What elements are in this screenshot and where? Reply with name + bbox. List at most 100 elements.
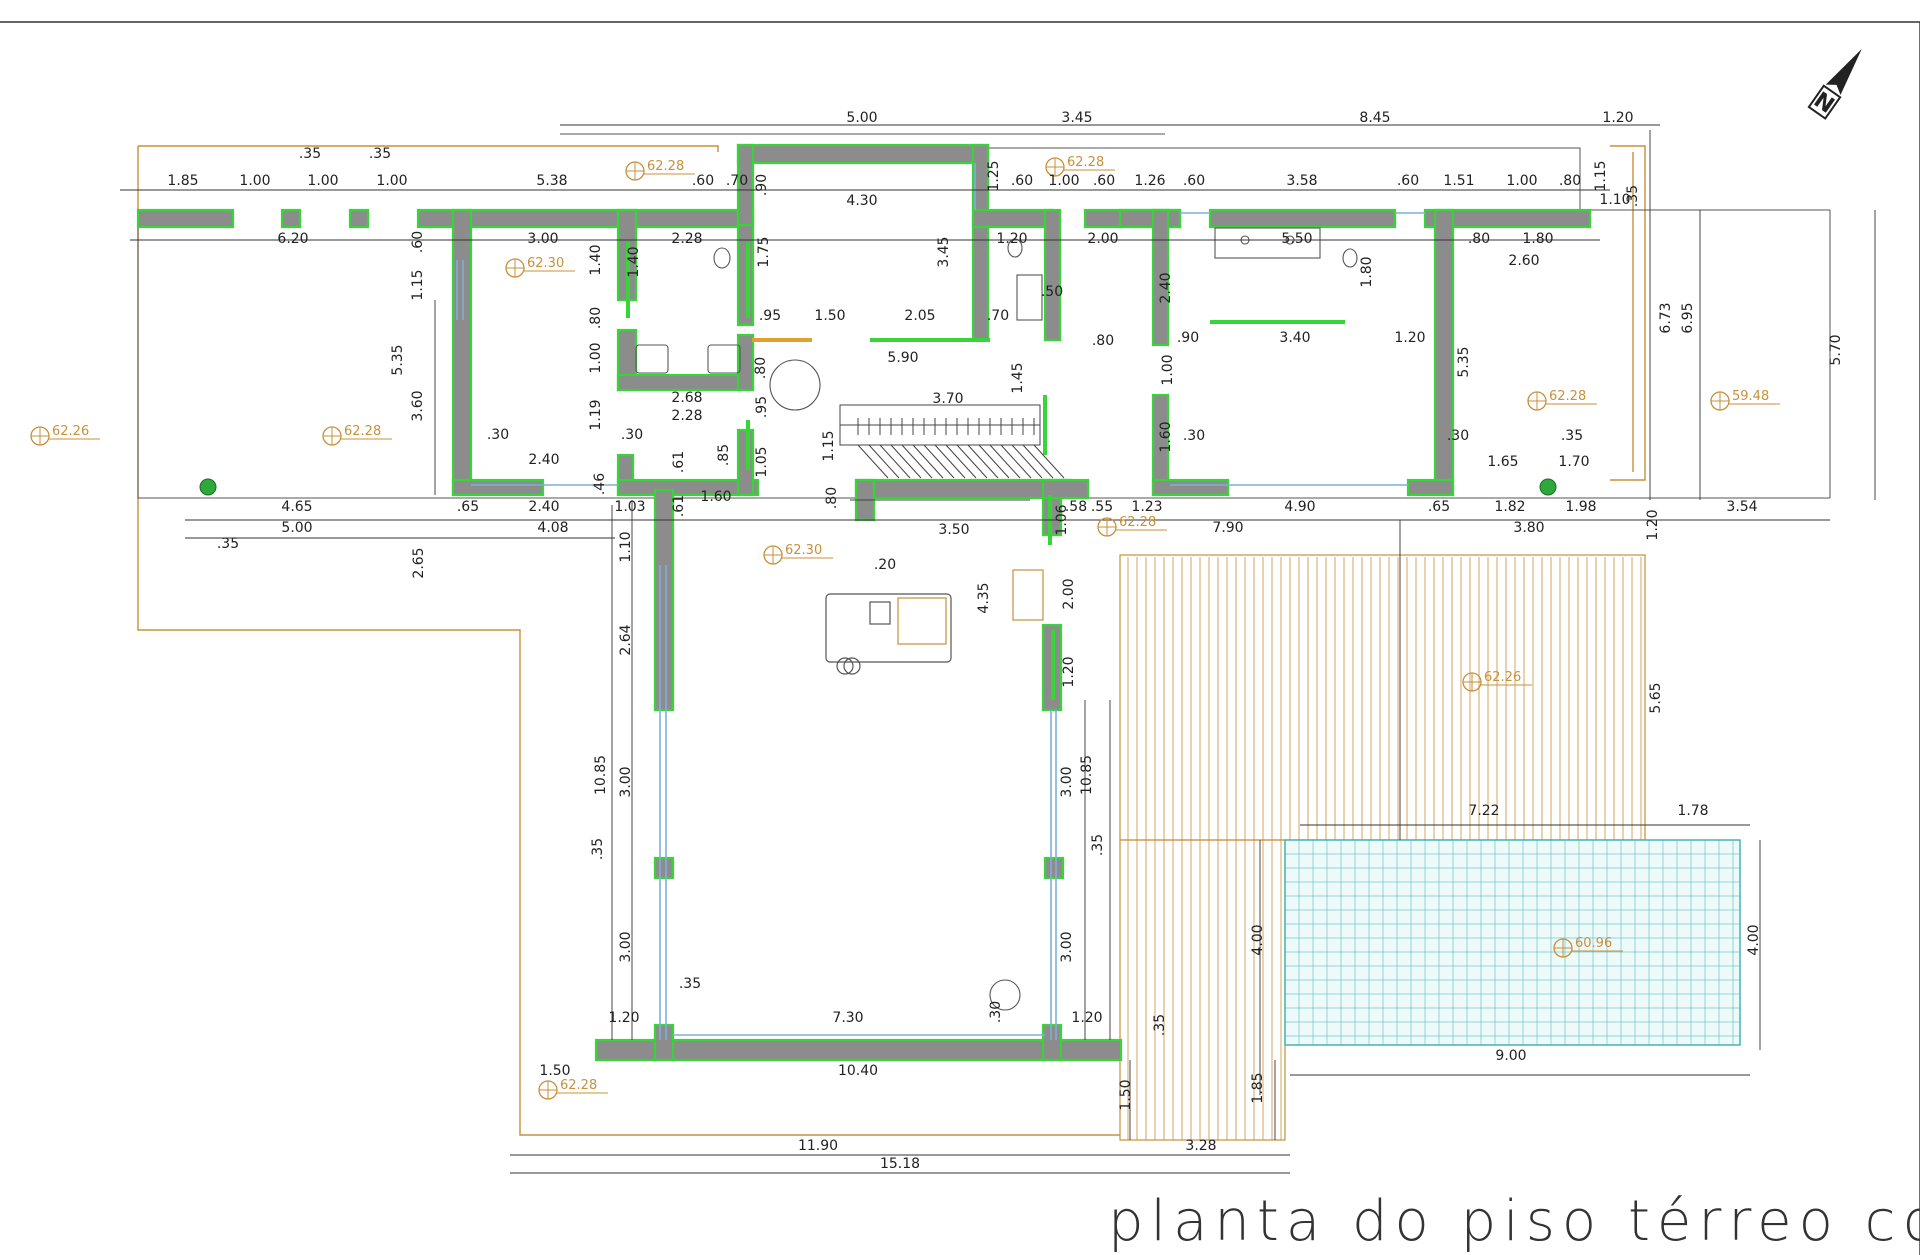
dimension-value: 2.28	[671, 231, 702, 247]
level-marker: 62.28	[538, 1078, 608, 1100]
dimension-value: .70	[987, 308, 1009, 324]
dimension-value: 1.60	[1158, 421, 1174, 452]
dimension-value: 10.85	[593, 755, 609, 795]
dimension-value: 4.35	[976, 582, 992, 613]
dimension-value: 3.00	[527, 231, 558, 247]
level-value: 62.28	[1067, 155, 1104, 170]
dimension-value: 1.20	[608, 1010, 639, 1026]
dimension-value: .30	[621, 427, 643, 443]
sheet-frame	[0, 21, 1920, 1255]
level-marker: 62.30	[505, 256, 575, 278]
dimension-value: 1.00	[1160, 354, 1176, 385]
dimension-value: 1.51	[1443, 173, 1474, 189]
dimension-value: 2.40	[528, 499, 559, 515]
dimension-value: 1.10	[1599, 192, 1630, 208]
door-leaves	[626, 242, 1345, 700]
dimension-value: .58	[1065, 499, 1087, 515]
dimension-value: 1.03	[614, 499, 645, 515]
dimension-value: 1.00	[239, 173, 270, 189]
dimension-value: 10.85	[1079, 755, 1095, 795]
dimension-value: .85	[716, 444, 732, 466]
dimension-value: .95	[759, 308, 781, 324]
level-value: 62.28	[1549, 389, 1586, 404]
dimension-value: 3.00	[1059, 766, 1075, 797]
dimension-value: .30	[988, 1001, 1004, 1023]
dimension-value: 3.50	[938, 522, 969, 538]
dimension-value: 5.00	[846, 110, 877, 126]
dimension-value: 3.45	[1061, 110, 1092, 126]
dimension-value: 5.65	[1648, 682, 1664, 713]
north-arrow-icon: N	[1807, 48, 1862, 120]
terrace-outline	[137, 133, 1831, 499]
dimension-value: .90	[1177, 330, 1199, 346]
dimension-value: .35	[679, 976, 701, 992]
dimension-value: 1.20	[1645, 509, 1661, 540]
dimension-value: 1.10	[618, 531, 634, 562]
dimension-value: .80	[1559, 173, 1581, 189]
dimension-value: .46	[592, 473, 608, 495]
dimension-value: 3.28	[1185, 1138, 1216, 1154]
level-marker: 60.96	[1553, 936, 1623, 958]
dimension-value: 7.90	[1212, 520, 1243, 536]
dimension-value: 2.40	[1158, 272, 1174, 303]
level-value: 62.26	[52, 424, 89, 439]
dimension-value: .95	[754, 396, 770, 418]
dimension-value: 8.45	[1359, 110, 1390, 126]
dimension-value: 3.70	[932, 391, 963, 407]
dimension-value: 4.00	[1746, 924, 1762, 955]
level-value: 62.30	[785, 543, 822, 558]
dimension-value: 1.65	[1487, 454, 1518, 470]
dimension-value: .60	[410, 231, 426, 253]
dimension-value: .30	[487, 427, 509, 443]
dimension-value: .80	[1468, 231, 1490, 247]
dimension-value: .61	[671, 451, 687, 473]
dimension-value: 3.45	[936, 236, 952, 267]
pool	[1284, 839, 1741, 1046]
dimension-value: 4.65	[281, 499, 312, 515]
level-marker: 62.28	[1097, 515, 1167, 537]
dimension-value: 4.30	[846, 193, 877, 209]
dimension-value: .35	[1090, 834, 1106, 856]
dimension-value: 5.35	[390, 344, 406, 375]
dimension-value: 1.45	[1010, 362, 1026, 393]
dimension-value: 1.00	[1506, 173, 1537, 189]
dimension-value: 3.00	[618, 766, 634, 797]
dimension-value: 4.00	[1250, 924, 1266, 955]
dimension-value: .35	[299, 146, 321, 162]
dimension-value: 1.85	[1250, 1072, 1266, 1103]
dimension-value: 1.23	[1131, 499, 1162, 515]
dimension-value: .61	[671, 495, 687, 517]
dimension-value: 5.38	[536, 173, 567, 189]
dimension-value: 3.58	[1286, 173, 1317, 189]
dimension-value: 1.00	[588, 342, 604, 373]
dimension-value: 3.00	[618, 931, 634, 962]
dimension-value: 5.70	[1828, 334, 1844, 365]
dimension-value: .35	[1625, 185, 1641, 207]
dimension-value: 1.20	[1061, 656, 1077, 687]
dimension-value: .35	[217, 536, 239, 552]
dimension-value: .80	[824, 487, 840, 509]
dimension-value: 1.26	[1134, 173, 1165, 189]
dimension-value: 6.20	[277, 231, 308, 247]
dimension-value: 1.80	[1522, 231, 1553, 247]
level-marker: 62.28	[322, 424, 392, 446]
dimension-value: 3.40	[1279, 330, 1310, 346]
level-value: 62.28	[647, 159, 684, 174]
level-marker: 59.48	[1710, 389, 1780, 411]
dimension-value: 3.80	[1513, 520, 1544, 536]
level-marker: 62.28	[1045, 155, 1115, 177]
dimension-value: 10.40	[838, 1063, 878, 1079]
dimension-value: 1.50	[814, 308, 845, 324]
dimension-value: 1.82	[1494, 499, 1525, 515]
dimension-value: 2.65	[411, 547, 427, 578]
level-value: 62.28	[560, 1078, 597, 1093]
dimension-value: 4.08	[537, 520, 568, 536]
level-marker: 62.30	[763, 543, 833, 565]
dimension-value: 1.06	[1054, 504, 1070, 535]
dimension-value: 2.64	[618, 624, 634, 655]
dimension-value: 1.40	[588, 244, 604, 275]
dimension-value: .35	[369, 146, 391, 162]
dimension-value: 1.19	[588, 399, 604, 430]
dimension-value: 15.18	[880, 1156, 920, 1172]
